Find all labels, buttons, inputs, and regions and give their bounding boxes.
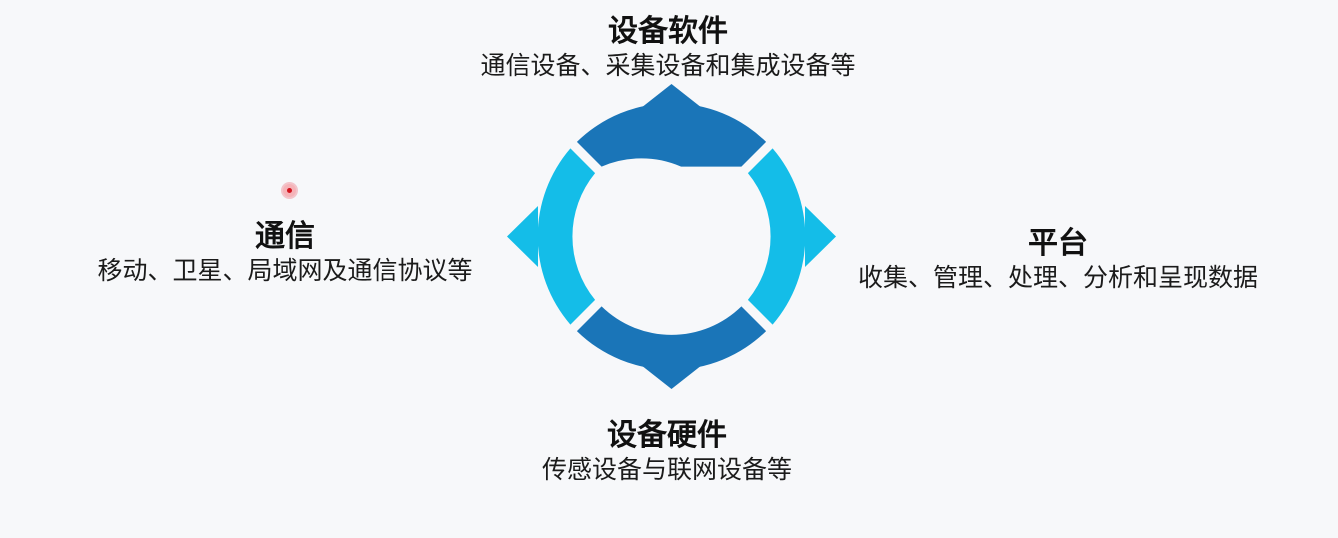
mouse-cursor-indicator	[283, 184, 296, 197]
label-title: 设备硬件	[607, 418, 727, 453]
label-description: 通信设备、采集设备和集成设备等	[480, 51, 856, 80]
ring-arrow-top	[641, 84, 702, 108]
label-communication: 通信 移动、卫星、局域网及通信协议等	[30, 219, 540, 287]
label-title: 设备软件	[608, 14, 728, 49]
ring-arrow-bottom	[641, 365, 702, 389]
label-description: 收集、管理、处理、分析和呈现数据	[857, 263, 1258, 292]
label-description: 传感设备与联网设备等	[541, 455, 792, 484]
label-title: 平台	[1028, 226, 1088, 261]
label-device-hardware: 设备硬件 传感设备与联网设备等	[462, 418, 872, 486]
label-title: 通信	[255, 219, 315, 254]
label-platform: 平台 收集、管理、处理、分析和呈现数据	[808, 226, 1308, 294]
label-device-software: 设备软件 通信设备、采集设备和集成设备等	[438, 14, 898, 82]
ring-segment-left	[537, 148, 596, 325]
ring-segment-right	[747, 148, 806, 325]
ring-segment-bottom	[576, 306, 767, 370]
label-description: 移动、卫星、局域网及通信协议等	[97, 256, 473, 285]
ring-arrow-left	[507, 206, 538, 267]
ring-arrow-right	[805, 206, 836, 267]
ring-segment-top	[576, 87, 767, 167]
